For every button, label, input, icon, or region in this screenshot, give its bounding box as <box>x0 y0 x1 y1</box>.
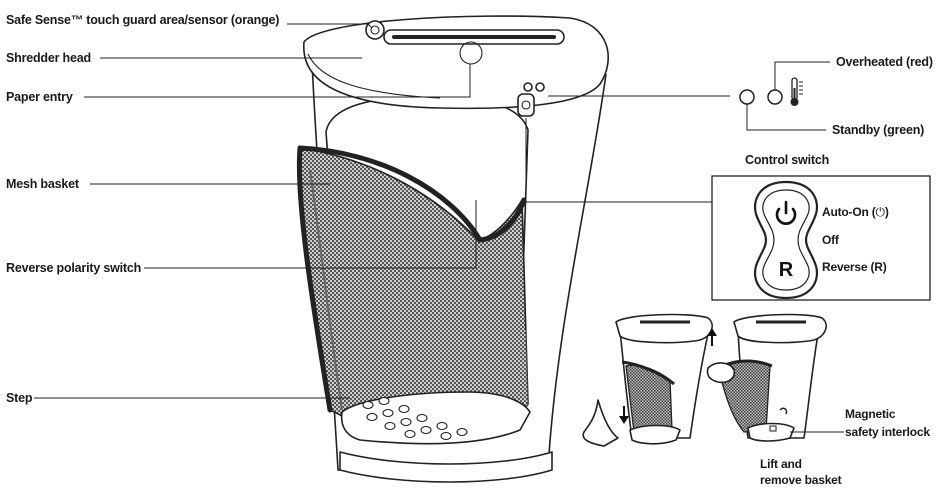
shredder-head-label: Shredder head <box>6 51 91 65</box>
overheated-label: Overheated (red) <box>836 55 933 69</box>
reverse-button-letter: R <box>779 259 794 281</box>
small-shredder-right <box>707 315 826 441</box>
reverse-polarity-label: Reverse polarity switch <box>6 261 141 275</box>
shredder-illustration <box>299 16 608 482</box>
standby-light <box>740 90 754 104</box>
lift-label-line2: remove basket <box>760 473 842 487</box>
down-arrow-icon <box>619 406 629 424</box>
reverse-label: Reverse (R) <box>822 260 887 274</box>
lift-label-line1: Lift and <box>760 457 802 471</box>
overheated-light <box>768 90 782 104</box>
step-label: Step <box>6 391 33 405</box>
magnetic-label-line2: safety interlock <box>845 425 930 439</box>
auto-on-label: Auto-On (⏻) <box>822 205 889 219</box>
basket-removal-illustration: Magnetic safety interlock Lift and remov… <box>583 315 930 487</box>
standby-label: Standby (green) <box>832 123 924 137</box>
thermometer-icon <box>791 78 804 106</box>
paper-entry-label: Paper entry <box>6 90 73 104</box>
control-switch-title: Control switch <box>745 153 829 167</box>
off-label: Off <box>822 233 840 247</box>
safe-sense-label: Safe Sense™ touch guard area/sensor (ora… <box>6 13 279 27</box>
mesh-basket-label: Mesh basket <box>6 177 80 191</box>
magnetic-label-line1: Magnetic <box>845 407 896 421</box>
small-shredder-left <box>583 315 712 446</box>
